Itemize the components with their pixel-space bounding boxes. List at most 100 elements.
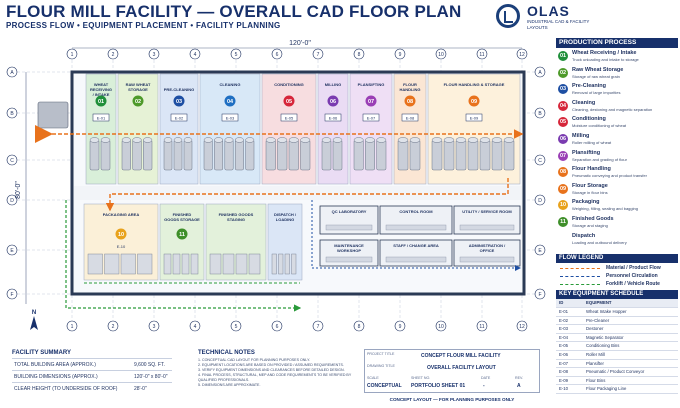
grid-column-label: 4 [194,52,197,58]
grid-bubble-icon [353,48,365,60]
equipment-desc: Roller Mill [586,352,605,357]
process-area-label: CLEANING [220,82,241,87]
grid-row-label: F [538,292,541,298]
height-dimension: 80'-0" [15,181,22,199]
grid-column-label: 5 [235,52,238,58]
process-legend-name: Milling [572,133,590,139]
process-number-badge [327,95,339,107]
equipment-unit [479,139,491,171]
grid-column-label: 8 [358,52,361,58]
flow-line-swatch [560,276,600,277]
grid-row-label: D [538,198,542,204]
pallet-rack [190,253,199,275]
equipment-schedule-title: KEY EQUIPMENT SCHEDULE [556,290,678,299]
pallet-rack [172,253,181,275]
process-legend-desc: Storage and staging [572,223,608,228]
equipment-unit [163,139,173,171]
flow-line-swatch [560,284,600,285]
process-number: 11 [179,232,185,238]
material-flow-down [105,178,509,212]
process-area-label: PLANSIFTING [358,82,385,87]
process-legend-name: Finished Goods [572,216,614,222]
date-label: DATE [481,376,491,380]
process-legend-name: Conditioning [572,116,606,123]
grid-bubble-icon [353,320,365,332]
equipment-unit [183,139,193,171]
pallet-rack [104,253,120,275]
equipment-unit [89,139,100,171]
equipment-id: E-06 [559,352,569,357]
equipment-desc: Pneumatic / Product Conveyor [586,369,645,375]
process-number: 06 [330,99,336,105]
grid-bubble-icon [148,320,160,332]
equipment-unit [491,139,503,171]
process-number-badge [468,95,480,107]
process-number: 01 [98,99,104,105]
pallet-rack [248,253,261,275]
room-furniture [459,224,515,231]
grid-bubble-icon [534,288,546,300]
equipment-schedule-header: ID EQUIPMENT [556,299,678,308]
equipment-unit [409,139,421,171]
grid-bubble-icon [435,48,447,60]
process-number: 08 [407,99,413,105]
support-room-label: QC LABORATORY [332,209,367,214]
room-furniture [325,256,373,263]
grid-bubble-icon [6,107,18,119]
pallet-rack [209,253,222,275]
page-subtitle: PROCESS FLOW • EQUIPMENT PLACEMENT • FAC… [6,21,281,30]
process-number: 05 [286,99,292,105]
grid-bubble-icon [66,48,78,60]
grid-column-label: 3 [153,324,156,330]
logo-tagline: INDUSTRIAL CAD & FACILITY LAYOUTS [527,19,590,30]
equipment-tag: E-03 [226,116,235,121]
grid-bubble-icon [534,244,546,256]
equipment-unit [288,139,299,171]
technical-note: 3. VERIFY EQUIPMENT DIMENSIONS AND CLEAR… [198,368,345,372]
process-number-badge: 01 [558,51,568,61]
support-room-label: STAFF / CHANGE AREA [393,243,439,248]
equipment-unit [173,139,183,171]
grid-bubble-icon [6,244,18,256]
equipment-desc: Wheat Intake Hopper [586,309,627,314]
equipment-unit [300,139,311,171]
grid-bubble-icon [6,154,18,166]
grid-row-label: F [10,292,13,298]
process-legend-name: Wheat Receiving / Intake [572,50,637,56]
flow-legend-label: Material / Product Flow [606,265,661,271]
drawing-title: OVERALL FACILITY LAYOUT [427,365,496,371]
grid-row-label: A [10,70,14,76]
summary-value: 120'-0" x 80'-0" [134,374,168,380]
grid-bubble-icon [534,154,546,166]
process-number-badge: 05 [558,117,568,128]
equipment-unit [455,139,467,171]
grid-column-label: 2 [112,324,115,330]
equipment-desc: Destoner [586,326,604,332]
intake-truck-icon [37,101,69,129]
process-number-badge [115,228,127,240]
process-legend-name: Dispatch [572,232,596,239]
support-room-label: ADMINISTRATION /OFFICE [469,243,506,253]
pallet-rack [278,253,284,275]
equipment-desc: Flour Bins [586,377,606,383]
grid-column-label: 10 [438,52,444,58]
summary-row: TOTAL BUILDING AREA (APPROX.) 9,600 SQ. … [12,358,172,370]
grid-column-label: 1 [71,52,74,58]
process-number-badge [176,228,188,240]
equipment-tag: E-02 [175,116,184,121]
technical-note: 5. DIMENSIONS ARE APPROXIMATE. [198,383,261,387]
grid-bubble-icon [6,66,18,78]
equipment-desc: Magnetic Separator [586,334,624,340]
grid-bubble-icon [435,320,447,332]
equipment-id: E-07 [559,360,569,366]
flow-legend-label: Forklift / Vehicle Route [606,281,660,287]
